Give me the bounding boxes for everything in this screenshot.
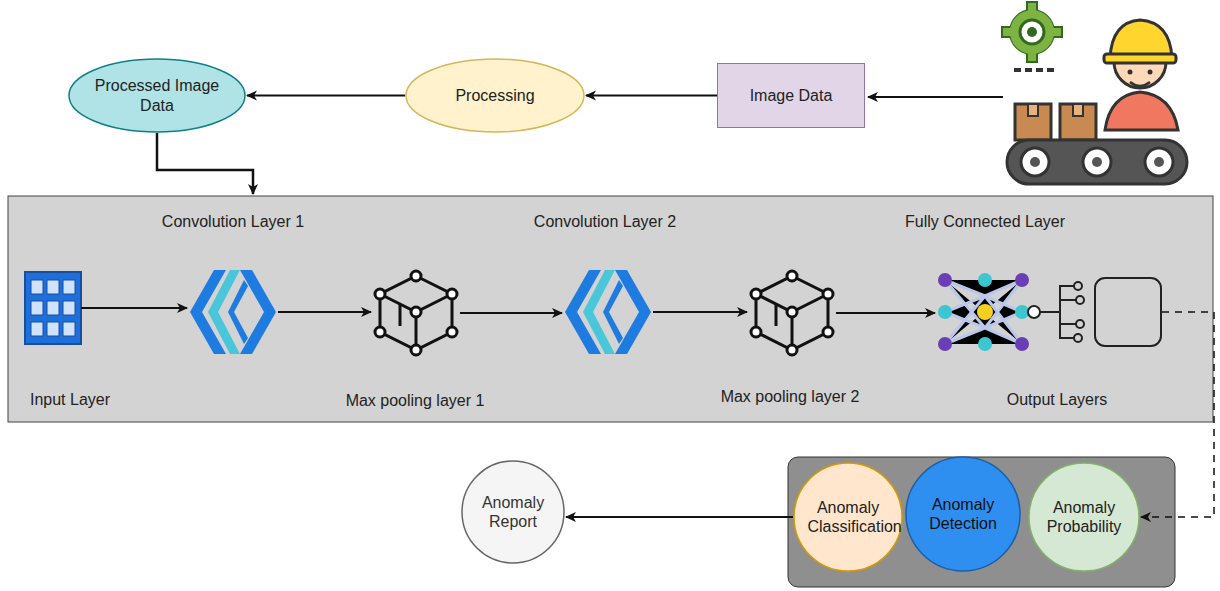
node-label: Image Data (750, 86, 833, 105)
layer-label: Input Layer (30, 390, 110, 409)
output-circle-outline (793, 462, 903, 572)
layer-label: Fully Connected Layer (905, 212, 1065, 231)
layer-label: Max pooling layer 1 (346, 391, 485, 410)
arrow-connector (460, 312, 562, 314)
node-label: Anomaly Report (475, 493, 552, 531)
dashed-connector (1141, 312, 1214, 517)
layer-label: Output Layers (1007, 390, 1108, 409)
arrow-connector (247, 95, 405, 97)
conv-icon (565, 270, 651, 354)
layer-label: Max pooling layer 2 (721, 387, 860, 406)
output-circle: Anomaly Probability (1028, 462, 1140, 572)
output-group (788, 457, 1175, 587)
conv-layer: Convolution Layer 2 (563, 270, 653, 354)
node-label: Processed Image Data (91, 76, 223, 114)
data-ellipse: Processed Image Data (68, 58, 246, 133)
input-layer-icon (25, 272, 81, 344)
input-arrow (157, 133, 253, 194)
conv-icon (190, 270, 276, 354)
pool-layer: Max pooling layer 2 (748, 270, 836, 356)
conv-layer: Convolution Layer 1 (188, 270, 278, 354)
process-ellipse: Processing (405, 58, 585, 133)
pool-icon (375, 271, 457, 355)
fc-output-layer: Fully Connected LayerOutput Layers (936, 272, 1162, 352)
layer-label: Convolution Layer 1 (162, 212, 304, 231)
pool-icon (751, 271, 833, 355)
data-box: Image Data (717, 63, 865, 128)
output-circle-outline (905, 456, 1021, 572)
arrow-connector (586, 95, 717, 97)
node-label: Anomaly Detection (920, 495, 1006, 533)
arrow-connector (81, 307, 187, 309)
cnn-band (8, 196, 1213, 422)
node-label: Anomaly Classification (808, 498, 889, 536)
report-circle: Anomaly Report (461, 460, 565, 564)
arrow-connector (278, 311, 371, 313)
arrow-connector (653, 311, 747, 313)
report-circle-outline (461, 460, 565, 564)
output-circle: Anomaly Classification (793, 462, 903, 572)
output-circle-outline (1028, 462, 1140, 572)
arrow-connector (836, 312, 935, 314)
node-label: Processing (455, 86, 534, 105)
node-label: Anomaly Probability (1043, 498, 1126, 536)
arrow-connector (566, 516, 793, 518)
layer-label: Convolution Layer 2 (534, 212, 676, 231)
input-layer: Input Layer (25, 272, 81, 344)
data-ellipse-outline (68, 58, 246, 133)
worker-illustration (1002, 2, 1187, 184)
fc-icon (938, 273, 1161, 351)
output-circle: Anomaly Detection (905, 456, 1021, 572)
source-arrow (868, 96, 1003, 98)
pool-layer: Max pooling layer 1 (372, 270, 460, 356)
